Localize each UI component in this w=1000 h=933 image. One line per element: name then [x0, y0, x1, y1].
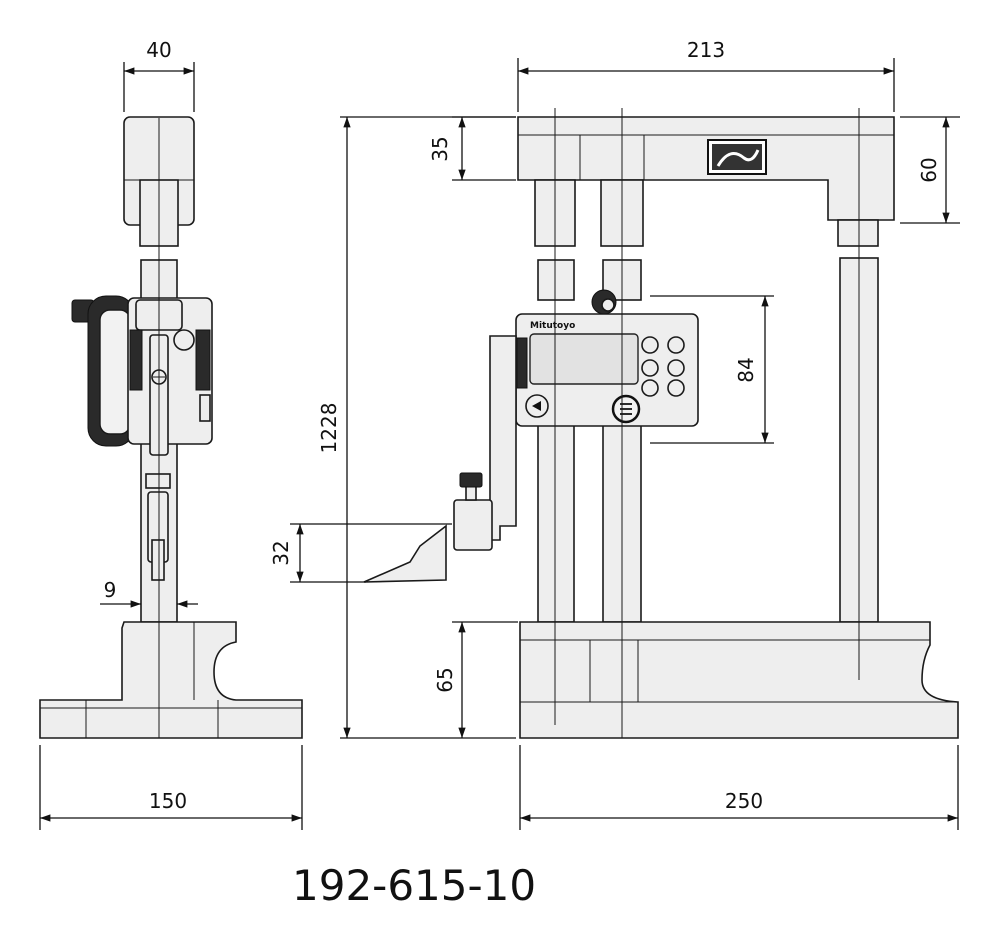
- front-view: Mitutoyo: [363, 108, 959, 739]
- dimension-lines: 40 213 35 60 84 1228 32 9: [39, 38, 960, 830]
- key-button-4[interactable]: [667, 359, 685, 377]
- dim-base-height: 65: [433, 667, 457, 692]
- side-lock-knob: [173, 329, 195, 351]
- front-grip-left: [516, 337, 528, 389]
- scriber-tip: [363, 524, 447, 583]
- lcd-display: [529, 333, 639, 385]
- scriber-clamp: [453, 499, 493, 551]
- side-view: [39, 116, 303, 739]
- scriber-screw: [459, 472, 483, 488]
- side-grip-left: [129, 329, 143, 391]
- dim-overall-width: 213: [687, 38, 725, 62]
- key-button-3[interactable]: [641, 359, 659, 377]
- dim-overall-height: 1228: [317, 403, 341, 454]
- front-column-a-lower: [537, 423, 575, 623]
- dim-slider-height: 84: [734, 357, 758, 382]
- side-grip-right: [195, 329, 211, 391]
- brand-logo-icon: [707, 139, 767, 175]
- front-column-c-top: [837, 219, 879, 247]
- key-button-5[interactable]: [641, 379, 659, 397]
- side-scriber-clamp: [145, 473, 171, 489]
- front-base: [519, 621, 959, 739]
- dim-top-beam-thickness: 35: [428, 136, 452, 161]
- key-button-6[interactable]: [667, 379, 685, 397]
- front-top-beam: [517, 116, 895, 221]
- key-button-2[interactable]: [667, 336, 685, 354]
- dim-top-beam-depth: 60: [917, 157, 941, 182]
- model-number: 192-615-10: [292, 861, 536, 910]
- scriber-arm: [489, 335, 517, 541]
- dim-front-base-width: 250: [725, 789, 763, 813]
- play-icon: [532, 401, 541, 411]
- keypad: [641, 336, 685, 397]
- dim-side-column-width: 9: [104, 578, 117, 602]
- key-button-1[interactable]: [641, 336, 659, 354]
- side-base: [39, 621, 303, 739]
- dim-side-top-width: 40: [146, 38, 171, 62]
- display-brand: Mitutoyo: [530, 321, 575, 331]
- dim-scriber-height: 32: [269, 540, 293, 565]
- dim-side-base-width: 150: [149, 789, 187, 813]
